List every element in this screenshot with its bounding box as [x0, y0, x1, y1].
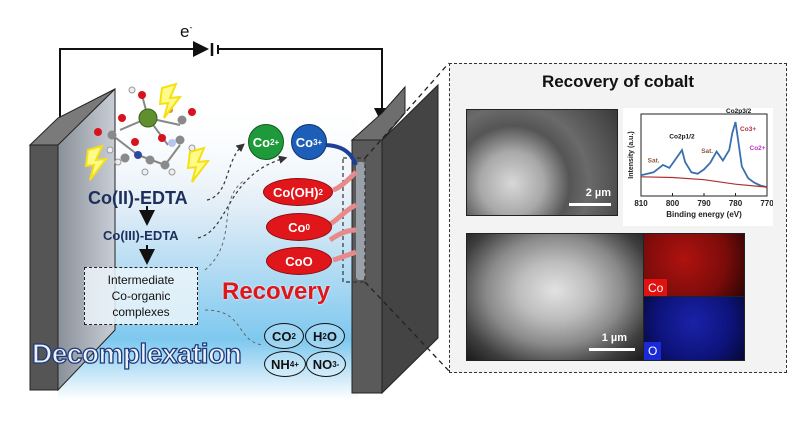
- peak-annotation: Co2+: [750, 145, 766, 152]
- byproduct-sub: 2: [291, 331, 296, 341]
- eds-label-co: Co: [644, 279, 668, 297]
- intermediate-complexes-box: Intermediate Co-organic complexes: [84, 267, 198, 325]
- eds-map-co: Co: [643, 233, 745, 298]
- peak-annotation: Sat.: [648, 158, 660, 165]
- sem-image-bottom: 1 µm: [466, 233, 644, 361]
- series-line-measured: [640, 121, 768, 188]
- lightning-icon: [84, 144, 109, 181]
- circuit-wire-left: [59, 41, 209, 125]
- byproduct-sub: 3: [332, 359, 337, 369]
- path-to-co2plus: [206, 143, 245, 201]
- series-line-background: [640, 176, 768, 188]
- ion-base: Co: [295, 134, 314, 150]
- y-axis-label: Intensity (a.u.): [628, 131, 635, 178]
- x-tick-label: 810: [634, 199, 648, 208]
- panel-title: Recovery of cobalt: [541, 72, 695, 91]
- co3-edta-label: Co(III)-EDTA: [103, 228, 179, 243]
- product-base: Co(OH): [273, 184, 319, 200]
- edta-molecule: [94, 86, 196, 176]
- eds-map-o: O: [643, 296, 745, 361]
- product-subscript: 2: [318, 187, 323, 197]
- x-tick-label: 790: [697, 199, 711, 208]
- lightning-icon: [158, 82, 183, 119]
- x-tick-label: 800: [666, 199, 680, 208]
- eds-label-o: O: [644, 342, 662, 360]
- cathode-deposit: [356, 162, 365, 280]
- recovery-label: Recovery: [222, 278, 331, 305]
- product-cooh2: Co(OH)2: [263, 178, 333, 206]
- byproduct-sup: -: [336, 359, 340, 369]
- product-superscript: 0: [305, 222, 310, 232]
- byproduct-sup: +: [294, 359, 299, 369]
- product-coo: CoO: [266, 247, 332, 275]
- scale-bar-bottom: [589, 348, 635, 351]
- lightning-icon: [186, 146, 211, 183]
- x-tick-label: 770: [760, 199, 773, 208]
- scale-label-bottom: 1 µm: [601, 332, 627, 344]
- intermediate-line-3: complexes: [112, 305, 170, 319]
- co2-edta-label: Co(II)-EDTA: [88, 188, 188, 208]
- ion-base: Co: [252, 134, 271, 150]
- product-base: CoO: [285, 253, 313, 269]
- electron-label: e-: [180, 22, 192, 42]
- anode-side: [29, 144, 59, 391]
- peak-annotation: Co2p3/2: [726, 108, 752, 115]
- byproduct-text: CO: [272, 328, 292, 344]
- path-to-co3plus: [197, 155, 288, 239]
- byproduct-sub: 4: [289, 359, 295, 369]
- intermediate-line-1: Intermediate: [107, 273, 175, 287]
- circuit-wire-right: [218, 48, 390, 124]
- byproduct-text-post: O: [326, 328, 337, 344]
- decomplexation-label: Decomplexation: [31, 337, 242, 369]
- zoom-line-top: [364, 62, 450, 159]
- peak-annotation: Co3+: [740, 126, 756, 133]
- peak-annotation: Sat.: [701, 148, 713, 155]
- path-intermediate: [204, 179, 246, 271]
- intermediate-line-2: Co-organic: [111, 289, 171, 303]
- x-tick-label: 780: [729, 199, 743, 208]
- scale-bar-top: [569, 203, 611, 206]
- sem-image-top: 2 µm: [466, 109, 618, 216]
- byproduct-text: NH: [271, 356, 290, 372]
- arc-co3-to-cathode: [322, 143, 358, 166]
- ion-charge: 2+: [270, 137, 280, 147]
- lightning-icons: [84, 82, 211, 183]
- x-axis-label: Binding energy (eV): [666, 210, 742, 219]
- scale-label-top: 2 µm: [585, 187, 611, 199]
- byproduct-sub: 2: [322, 331, 327, 341]
- peak-annotation: Co2p1/2: [669, 133, 695, 140]
- zoom-line-bottom: [364, 281, 450, 372]
- cathode-side: [381, 83, 439, 395]
- product-base: Co: [288, 219, 306, 235]
- byproduct-text: NO: [312, 356, 333, 372]
- electron-charge: -: [189, 22, 193, 33]
- ion-charge: 3+: [313, 137, 323, 147]
- byproduct-text: H: [313, 328, 323, 344]
- product-arrows: [328, 170, 358, 263]
- path-to-byproducts: [204, 309, 263, 346]
- electron-symbol: e: [180, 22, 190, 41]
